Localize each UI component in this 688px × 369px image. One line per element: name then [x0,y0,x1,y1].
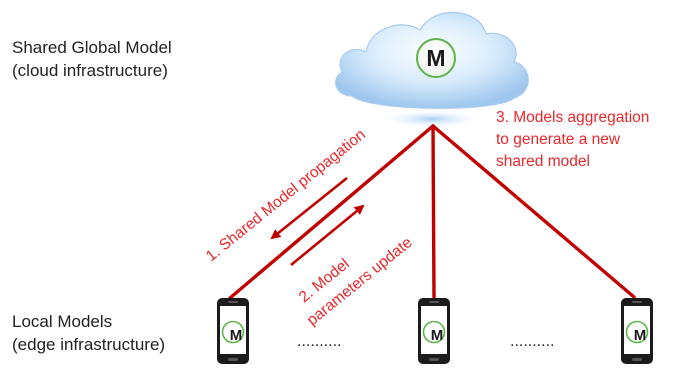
link-middle [431,124,436,299]
arrow-propagation [270,176,348,240]
link-right [431,124,636,299]
smartphone-icon: M [417,297,451,365]
edge-label-line1: Local Models [12,312,113,331]
link-left [228,124,435,300]
smartphone-icon: M [620,297,654,365]
cloud-label-line1: Shared Global Model [12,38,172,57]
ellipsis-right: .......... [510,333,554,350]
cloud-glow [380,110,484,128]
cloud-label-line2: (cloud infrastructure) [12,61,168,80]
global-model-letter: M [426,45,445,71]
device-model-letter: M [431,327,444,344]
arrow-update [290,204,365,267]
step3-label-line3: shared model [496,153,590,170]
device-model-letter: M [230,327,243,344]
edge-label: Local Models (edge infrastructure) [12,310,165,356]
step1-label: 1. Shared Model propagation [203,126,369,265]
edge-label-line2: (edge infrastructure) [12,335,166,354]
ellipsis-left: .......... [297,333,341,350]
device-model-letter: M [634,327,647,344]
cloud-label: Shared Global Model (cloud infrastructur… [12,36,172,82]
step3-label-line2: to generate a new [496,131,621,148]
step3-label-line1: 3. Models aggregation [496,109,649,126]
global-model-icon: M [416,38,456,78]
step3-label: 3. Models aggregation to generate a new … [496,109,649,170]
connection-lines [228,124,636,300]
smartphone-icon: M [216,297,250,365]
